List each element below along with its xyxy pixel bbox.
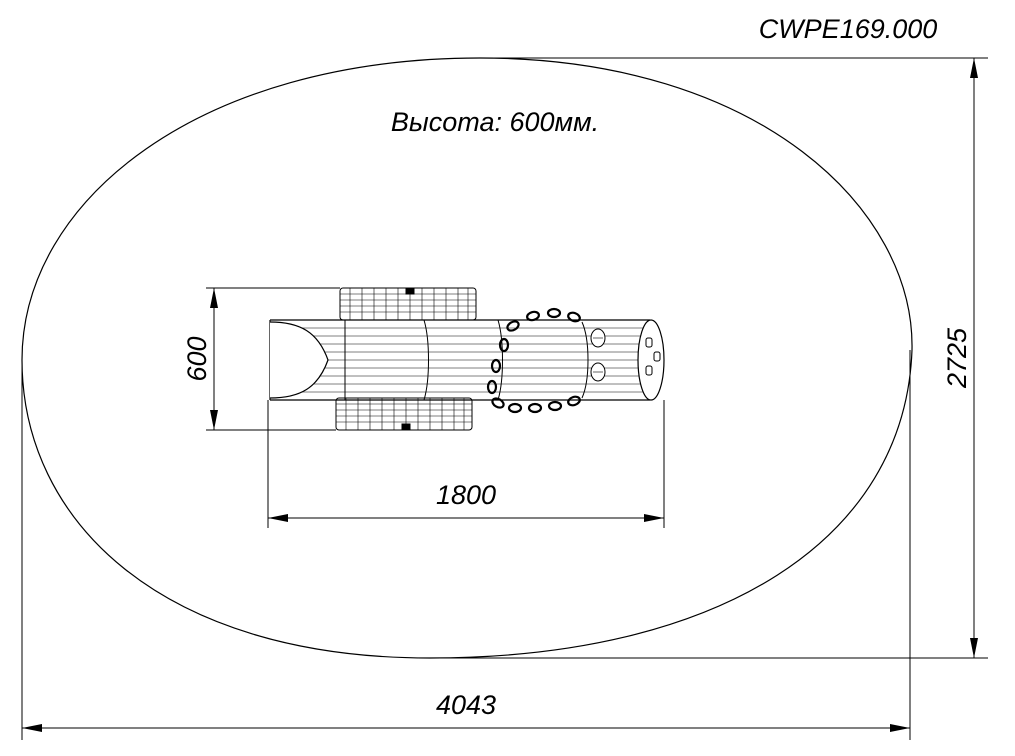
- dimension-item-length-label: 1800: [436, 480, 496, 510]
- safety-zone-outline: [21, 57, 913, 659]
- dimension-overall-depth-label: 2725: [942, 327, 972, 389]
- dimension-item-length: [267, 400, 665, 528]
- dimension-item-width: [206, 287, 340, 431]
- dimension-overall-width-label: 4043: [436, 690, 496, 720]
- drawing-code: CWPE169.000: [759, 14, 938, 44]
- equipment-top-view: [269, 287, 665, 431]
- dimension-overall-depth: [430, 57, 988, 659]
- dimension-item-width-label: 600: [182, 336, 212, 381]
- top-tyre: [339, 287, 477, 321]
- tube-body: [269, 319, 665, 401]
- chain: [486, 307, 581, 414]
- bottom-tyre: [335, 397, 473, 431]
- height-note: Высота: 600мм.: [391, 107, 599, 137]
- dimension-overall-width: [21, 350, 911, 740]
